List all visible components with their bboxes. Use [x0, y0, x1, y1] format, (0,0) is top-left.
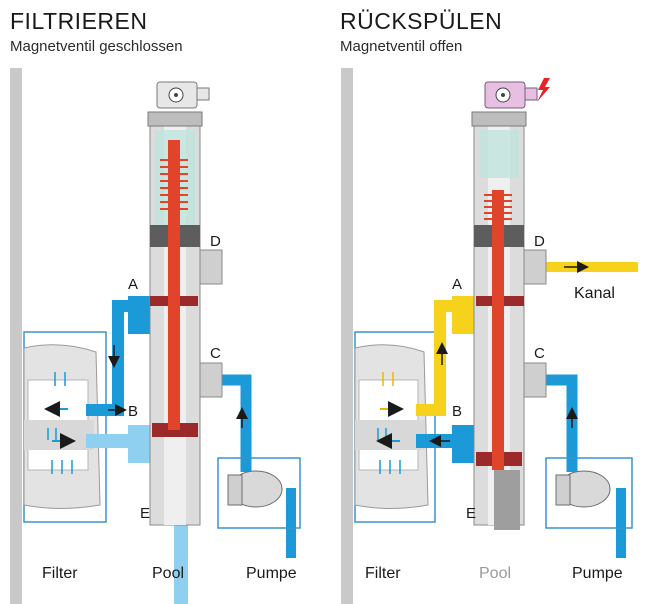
bottom-pool-left: Pool	[152, 565, 185, 582]
bottom-pumpe-left: Pumpe	[246, 565, 297, 582]
label-b-left: B	[128, 403, 139, 420]
title-left: FILTRIEREN	[10, 8, 148, 34]
label-d-left: D	[210, 233, 221, 250]
label-e-left: E	[140, 505, 151, 522]
filter-tank-left	[23, 331, 107, 523]
pipe-pump-out-right	[616, 488, 626, 558]
label-c-left: C	[210, 345, 221, 362]
label-d-right: D	[534, 233, 545, 250]
subtitle-left: Magnetventil geschlossen	[10, 38, 183, 55]
wall-left	[10, 68, 22, 604]
label-a-left: A	[128, 276, 139, 293]
pipe-pump-out-left	[286, 488, 296, 558]
magnet-valve-left	[156, 81, 210, 109]
spark-icon	[537, 78, 550, 102]
pipe-c-pump-right	[546, 374, 578, 472]
wall-right	[341, 68, 353, 604]
label-b-right: B	[452, 403, 463, 420]
label-kanal: Kanal	[574, 285, 615, 302]
rod-left	[168, 140, 180, 430]
rod-right	[492, 190, 504, 470]
valve-body-left	[147, 111, 223, 526]
bottom-pool-right: Pool	[479, 565, 512, 582]
pipe-c-pump-left	[220, 374, 252, 472]
bottom-pumpe-right: Pumpe	[572, 565, 623, 582]
bottom-filter-right: Filter	[365, 565, 401, 582]
pump-right	[545, 457, 633, 529]
panel-rueckspuelen	[341, 68, 638, 604]
pipe-a-filter-right	[416, 300, 446, 416]
pump-left	[217, 457, 301, 529]
label-a-right: A	[452, 276, 463, 293]
filter-tank-right	[354, 331, 436, 523]
bottom-filter-left: Filter	[42, 565, 78, 582]
magnet-valve-right	[484, 78, 550, 109]
label-c-right: C	[534, 345, 545, 362]
valve-body-right	[471, 111, 547, 530]
panel-filtrieren	[10, 68, 301, 604]
filter-flow-arrows-left	[47, 372, 73, 474]
label-e-right: E	[466, 505, 477, 522]
subtitle-right: Magnetventil offen	[340, 38, 463, 55]
title-right: RÜCKSPÜLEN	[340, 8, 503, 34]
pipe-d-kanal	[546, 262, 638, 272]
